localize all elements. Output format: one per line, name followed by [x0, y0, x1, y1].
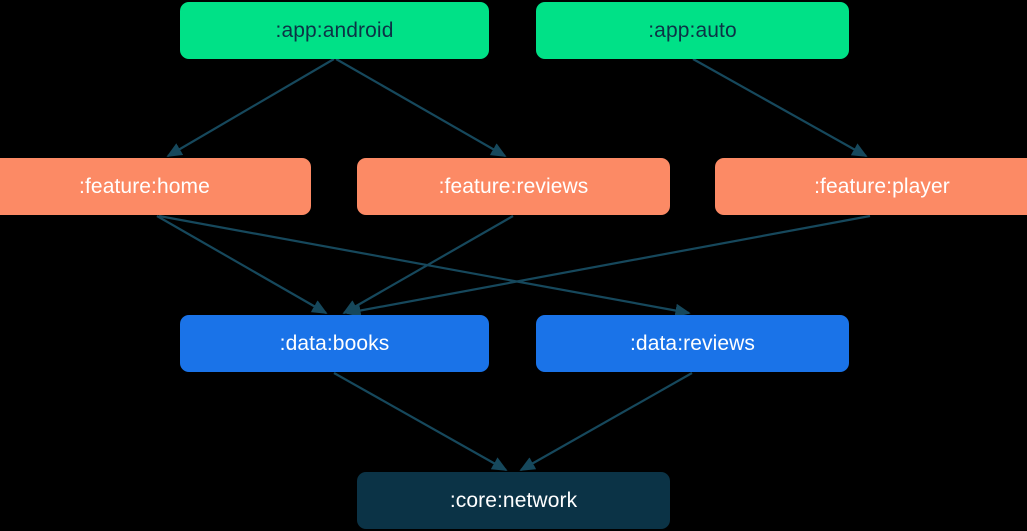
edge-data-reviews-to-core-network	[519, 372, 693, 471]
node-label-data-reviews: :data:reviews	[629, 332, 756, 355]
node-label-app-auto: :app:auto	[648, 19, 737, 42]
edge-feature-player-to-data-books	[345, 214, 871, 318]
node-app-android[interactable]: :app:android	[180, 2, 489, 59]
edge-feature-home-to-data-books	[156, 215, 328, 314]
node-data-reviews[interactable]: :data:reviews	[536, 315, 849, 372]
node-label-feature-home: :feature:home	[79, 175, 210, 198]
node-label-app-android: :app:android	[275, 19, 394, 42]
edge-app-android-to-feature-reviews	[335, 58, 507, 157]
node-data-books[interactable]: :data:books	[180, 315, 489, 372]
node-feature-player[interactable]: :feature:player	[715, 158, 1027, 215]
node-label-core-network: :core:network	[449, 489, 578, 512]
edge-feature-reviews-to-data-books	[342, 215, 514, 314]
edge-app-android-to-feature-home	[166, 58, 335, 157]
node-label-feature-reviews: :feature:reviews	[438, 175, 589, 198]
edge-data-books-to-core-network	[333, 372, 508, 471]
node-label-data-books: :data:books	[279, 332, 390, 355]
node-app-auto[interactable]: :app:auto	[536, 2, 849, 59]
edge-app-auto-to-feature-player	[692, 58, 868, 157]
edge-feature-home-to-data-reviews	[158, 214, 691, 318]
node-feature-home[interactable]: :feature:home	[0, 158, 311, 215]
node-label-feature-player: :feature:player	[814, 175, 950, 198]
node-feature-reviews[interactable]: :feature:reviews	[357, 158, 670, 215]
edges-group	[156, 58, 871, 471]
node-core-network[interactable]: :core:network	[357, 472, 670, 529]
